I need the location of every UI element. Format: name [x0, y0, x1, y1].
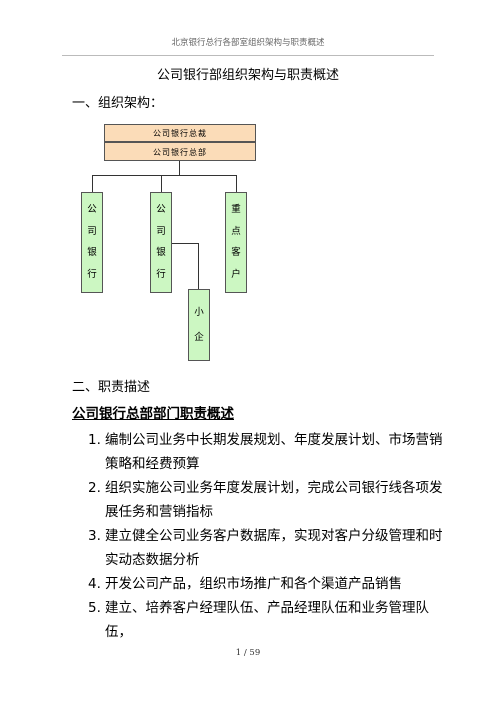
org-box-corporate-banking-2: 公 司 银 行 — [150, 192, 172, 293]
list-item: 1. 编制公司业务中长期发展规划、年度发展计划、市场营销 策略和经费预算 — [88, 432, 443, 472]
list-item: 4. 开发公司产品，组织市场推广和各个渠道产品销售 — [88, 576, 402, 592]
org-connector-left — [92, 175, 93, 192]
org-connector-sub-vertical — [198, 243, 199, 289]
section-heading-duties: 二、职责描述 — [72, 380, 151, 395]
org-connector-sub-horizontal — [171, 243, 199, 244]
org-connector-stem — [179, 161, 180, 175]
page-header: 北京银行总行各部室组织架构与职责概述 — [171, 38, 325, 48]
section-heading-structure: 一、组织架构： — [72, 96, 164, 111]
list-item: 2. 组织实施公司业务年度发展计划，完成公司银行线各项发 展任务和营销指标 — [88, 480, 443, 520]
org-box-president: 公司银行总裁 — [104, 124, 256, 142]
page-number: 1 / 59 — [235, 648, 261, 658]
org-box-small-enterprise: 小 企 — [188, 289, 210, 361]
org-box-key-clients: 重 点 客 户 — [225, 192, 247, 293]
duties-list: 1. 编制公司业务中长期发展规划、年度发展计划、市场营销 策略和经费预算 2. … — [88, 428, 448, 644]
list-item: 3. 建立健全公司业务客户数据库，实现对客户分级管理和时 实动态数据分析 — [88, 528, 443, 568]
org-connector-horizontal — [92, 175, 237, 176]
org-box-corporate-banking-1: 公 司 银 行 — [81, 192, 103, 293]
org-connector-right — [236, 175, 237, 192]
list-item: 5. 建立、培养客户经理队伍、产品经理队伍和业务管理队伍， — [88, 600, 429, 640]
header-divider — [62, 55, 434, 56]
org-box-headquarters: 公司银行总部 — [104, 142, 256, 161]
department-heading: 公司银行总部部门职责概述 — [72, 406, 234, 422]
document-title: 公司银行部组织架构与职责概述 — [156, 68, 339, 83]
org-connector-middle — [161, 175, 162, 192]
